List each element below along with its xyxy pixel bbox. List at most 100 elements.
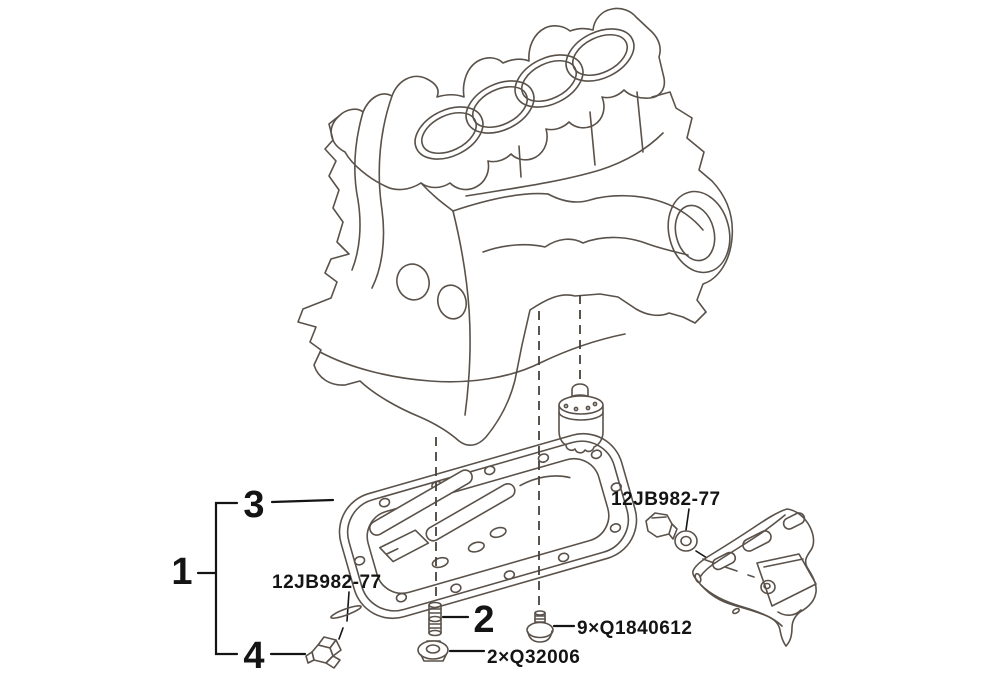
block-wing-bottom <box>482 236 689 256</box>
pan-hole <box>557 552 570 563</box>
bolt-head-lobes <box>527 630 553 643</box>
plate-centerline-dashes <box>702 558 755 578</box>
plate-bolt-hole-inner <box>763 582 771 590</box>
block-left-contour-2 <box>371 95 393 289</box>
plate-panel-fold <box>763 558 804 568</box>
plate-screw-mark <box>732 607 740 615</box>
block-front-crease <box>452 210 471 416</box>
plate-bolt-hole-outer <box>760 579 776 595</box>
pan-tray-lip <box>366 457 610 595</box>
bolt-threads <box>534 615 546 623</box>
pan-floor-contour <box>519 475 571 487</box>
pan-hole <box>395 592 408 603</box>
cylinder-bores <box>414 28 635 160</box>
plate-inner-top-edge <box>699 514 786 578</box>
pan-hole <box>503 570 516 580</box>
flange-bolt-label: 9×Q1840612 <box>577 618 692 639</box>
block-face-rib-3 <box>636 91 644 153</box>
plate-slot-1 <box>782 512 806 530</box>
callout-bracket-group: 1 2 3 4 <box>171 484 494 677</box>
filter-hole-1 <box>563 403 569 409</box>
engine-block <box>297 7 734 446</box>
gasket-left-leader <box>346 591 350 622</box>
bore-2-inner <box>472 85 528 129</box>
plate-slot-3 <box>711 551 737 571</box>
block-face-rib-2 <box>589 111 596 166</box>
block-pan-rail <box>319 333 626 383</box>
block-under-deck-edge <box>465 132 664 197</box>
pan-hole <box>378 497 391 508</box>
block-wing-top <box>547 193 704 231</box>
block-left-bottom-outline <box>297 115 707 446</box>
pan-rib-2 <box>425 482 516 542</box>
bore-2-outer <box>465 80 535 134</box>
pan-hole <box>537 453 550 463</box>
bolt-shank-top <box>534 610 546 616</box>
drain-plug <box>305 636 342 669</box>
block-right-face <box>651 91 734 313</box>
gasket-left-label: 12JB982-77 <box>272 572 382 593</box>
pan-baffle-ribs <box>368 469 516 542</box>
block-crankcase-top <box>452 192 549 212</box>
pan-baffle-box-edge <box>385 547 399 555</box>
oil-pan <box>338 432 638 620</box>
pan-floor-slot-2 <box>467 541 485 553</box>
callout-4: 4 <box>243 635 264 677</box>
filter-top-face <box>558 395 604 415</box>
callout-3: 3 <box>243 484 264 526</box>
washer-outer <box>674 530 698 552</box>
stud-bottom <box>428 629 442 637</box>
pan-hole <box>609 523 622 533</box>
stud-top <box>428 601 442 609</box>
plate-panel <box>756 553 817 607</box>
block-deck-front-edge <box>420 182 454 212</box>
drain-plug-group: 12JB982-77 <box>272 572 382 669</box>
plate-inner-bottom-edge <box>700 584 783 627</box>
filter-seam <box>558 411 604 421</box>
nut-flange <box>417 640 449 660</box>
pan-baffle-box <box>378 529 430 563</box>
bore-3-outer <box>514 54 584 108</box>
callout-1: 1 <box>171 551 192 593</box>
callout-2: 2 <box>473 599 494 641</box>
oil-pan-stud <box>428 601 442 637</box>
flange-nut <box>417 640 449 662</box>
oil-filter <box>558 383 604 454</box>
crank-boss-outer <box>667 190 731 274</box>
filter-hole-3 <box>585 405 591 411</box>
pan-rib-1 <box>368 469 473 536</box>
pan-hole <box>450 583 462 594</box>
crank-boss-inner <box>674 204 716 262</box>
pan-hole <box>353 555 366 566</box>
gasket-leader-dash <box>338 627 344 640</box>
pan-floor-slot-1 <box>431 556 449 569</box>
block-face-rib-1 <box>518 145 522 178</box>
pan-hole <box>484 465 496 476</box>
plate-hook-line <box>777 609 802 616</box>
right-plug-group: 12JB982-77 <box>611 489 721 559</box>
callout-bracket <box>196 501 239 656</box>
assembly-dashed-lines <box>435 295 581 608</box>
plate-flange-hole <box>694 572 702 584</box>
nut-skirt <box>420 654 447 662</box>
block-left-contour-1 <box>351 111 364 271</box>
washer-inner <box>680 535 692 547</box>
stud-collar <box>428 615 442 623</box>
drain-plug-gasket <box>330 605 362 619</box>
stud-threads <box>428 608 442 629</box>
front-boss-2 <box>436 284 468 320</box>
drain-plug-tip <box>305 651 315 664</box>
callout-3-leader <box>270 498 335 504</box>
drain-plug-right <box>645 512 678 540</box>
nut-label: 2×Q32006 <box>487 647 580 668</box>
pan-floor-slot-3 <box>489 526 507 539</box>
flange-bolt-group: 9×Q1840612 <box>526 610 692 643</box>
pan-hole <box>590 449 603 460</box>
plug-washer <box>674 530 698 552</box>
right-plug-head <box>645 512 673 538</box>
filter-hole-2 <box>573 406 579 412</box>
plate-slot-2 <box>742 530 772 552</box>
gasket-right-label: 12JB982-77 <box>611 489 721 510</box>
